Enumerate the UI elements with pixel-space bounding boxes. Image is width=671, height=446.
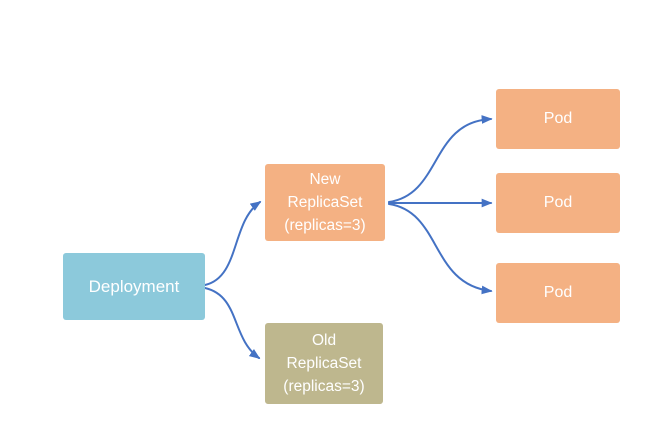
- node-pod-3: Pod: [496, 263, 620, 323]
- node-old-replicaset: Old ReplicaSet (replicas=3): [265, 323, 383, 404]
- node-new-replicaset-label-line: (replicas=3): [284, 217, 366, 234]
- node-pod-1: Pod: [496, 89, 620, 149]
- node-pod-2-label: Pod: [543, 194, 573, 211]
- edge-new-replicaset-to-pod-3: [388, 203, 493, 295]
- node-deployment-label: Deployment: [88, 276, 180, 296]
- node-deployment: Deployment: [63, 253, 205, 320]
- node-new-replicaset-label-line: New: [309, 171, 341, 188]
- edge-new-replicaset-to-pod-1: [388, 115, 493, 203]
- edge-deployment-to-new-replicaset: [204, 201, 262, 286]
- node-old-replicaset-label-line: (replicas=3): [283, 378, 365, 395]
- node-pod-1-label: Pod: [543, 110, 573, 127]
- edge-deployment-to-old-replicaset: [204, 287, 261, 359]
- node-old-replicaset-label-line: ReplicaSet: [286, 355, 362, 372]
- node-new-replicaset-label-line: ReplicaSet: [287, 194, 363, 211]
- node-new-replicaset: New ReplicaSet (replicas=3): [265, 164, 385, 241]
- node-pod-3-label: Pod: [543, 284, 573, 301]
- node-old-replicaset-label-line: Old: [311, 332, 337, 349]
- node-pod-2: Pod: [496, 173, 620, 233]
